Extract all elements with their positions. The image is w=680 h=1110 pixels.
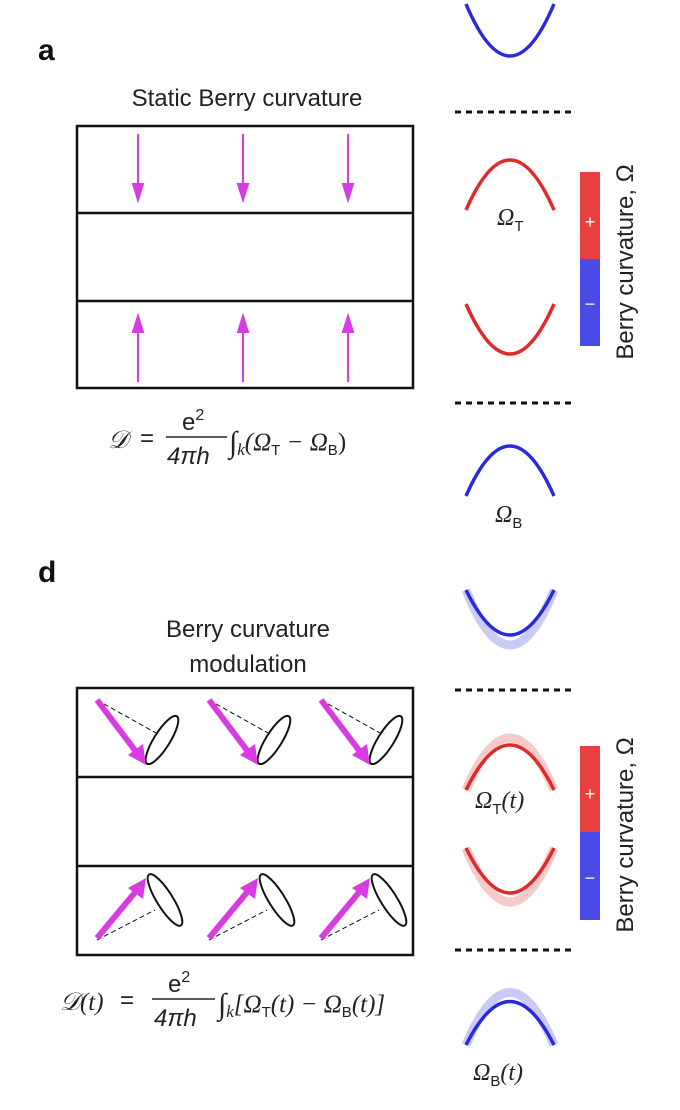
omega-top-label: ΩT(t) — [475, 788, 524, 818]
omega-bottom-label: ΩB(t) — [473, 1060, 523, 1090]
panel-d: d Berry curvature modulation — [38, 556, 639, 1090]
equation-modulated: 𝒟(t) = e2 4πh ∫k[ΩT(t) − ΩB(t)] — [60, 969, 385, 1032]
up-arrow-icon — [341, 312, 355, 382]
colorbar-plus: + — [585, 212, 596, 232]
eq-equals: = — [140, 425, 154, 452]
colorbar-minus: − — [585, 868, 596, 888]
colorbar-modulated: + − Berry curvature, Ω — [580, 737, 639, 933]
panel-label-a: a — [38, 34, 55, 67]
down-arrow-icon — [131, 134, 145, 204]
conduction-band-blue — [464, 3, 556, 58]
down-arrow-icon — [236, 134, 250, 204]
up-arrow-icon — [131, 312, 145, 382]
panel-a: a Static Berry curvature 𝒟 = e2 4πh ∫k(Ω… — [38, 3, 639, 532]
valence-band-blue-blur — [461, 988, 559, 1047]
panel-d-title-line2: modulation — [189, 651, 306, 678]
eq-integral: ∫k(ΩT − ΩB) — [227, 426, 346, 461]
omega-bottom-label: ΩB — [495, 502, 522, 532]
conduction-band-blue — [464, 589, 556, 637]
panel-label-d: d — [38, 556, 56, 589]
eq-lhs: 𝒟(t) — [60, 989, 104, 1016]
up-arrow-icon — [236, 312, 250, 382]
colorbar-label: Berry curvature, Ω — [612, 164, 639, 359]
eq-equals: = — [120, 987, 134, 1014]
eq-numerator: e2 — [182, 407, 204, 436]
eq-denominator: 4πh — [167, 443, 210, 470]
precessing-arrow-down-icon — [94, 698, 180, 766]
conduction-band-red — [464, 847, 556, 895]
eq-lhs: 𝒟 — [108, 427, 133, 454]
eq-denominator: 4πh — [154, 1005, 197, 1032]
colorbar-static: + − Berry curvature, Ω — [580, 164, 639, 360]
band-diagram-modulated: ΩT(t) ΩB(t) — [455, 588, 572, 1090]
band-diagram-static: ΩT ΩB — [455, 3, 572, 532]
panel-a-title: Static Berry curvature — [132, 85, 363, 112]
layer-stack-modulated — [75, 686, 413, 957]
colorbar-minus: − — [585, 294, 596, 314]
valence-band-red — [464, 743, 556, 791]
colorbar-plus: + — [585, 784, 596, 804]
valence-band-blue — [464, 1000, 556, 1046]
valence-band-red — [464, 158, 556, 211]
conduction-band-red — [464, 303, 556, 356]
conduction-band-red-blur — [461, 846, 559, 907]
eq-numerator: e2 — [168, 969, 190, 998]
conduction-band-blue-blur — [461, 588, 559, 650]
layer-stack-static — [75, 124, 415, 390]
valence-band-blue — [464, 444, 556, 497]
eq-integral: ∫k[ΩT(t) − ΩB(t)] — [216, 988, 385, 1023]
colorbar-label: Berry curvature, Ω — [612, 737, 639, 932]
down-arrow-icon — [341, 134, 355, 204]
omega-top-label: ΩT — [497, 205, 524, 235]
precessing-arrow-up-icon — [94, 873, 184, 941]
panel-d-title-line1: Berry curvature — [166, 616, 330, 643]
equation-static: 𝒟 = e2 4πh ∫k(ΩT − ΩB) — [108, 407, 346, 470]
